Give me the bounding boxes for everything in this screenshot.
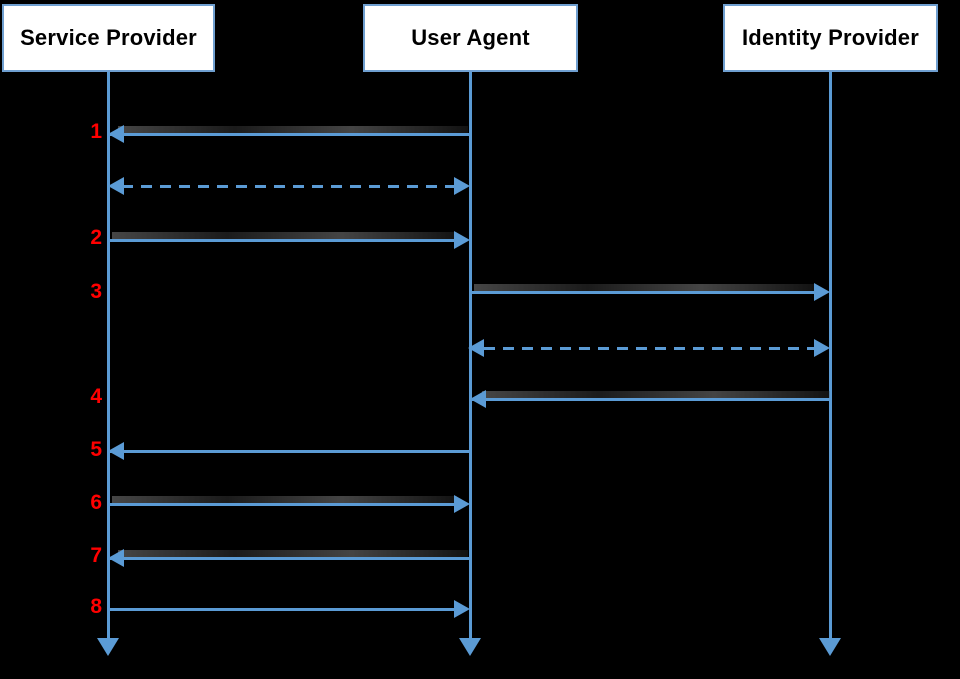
message-label-band-6 [112, 496, 457, 503]
message-arrowhead-5 [108, 442, 124, 460]
step-number-3: 3 [90, 280, 102, 303]
message-line-ua-idp-dashed[interactable] [484, 347, 816, 350]
message-arrowhead-1 [108, 125, 124, 143]
message-arrowhead-7 [108, 549, 124, 567]
message-arrowhead-ua-idp-dashed-right [814, 339, 830, 357]
participant-box-user-agent[interactable]: User Agent [363, 4, 578, 72]
step-number-4: 4 [90, 385, 102, 408]
lifeline-arrow-identity-provider [819, 638, 841, 656]
message-arrowhead-sp-ua-dashed-right [454, 177, 470, 195]
participant-label-identity-provider: Identity Provider [742, 25, 919, 50]
message-arrowhead-sp-ua-dashed-left [108, 177, 124, 195]
message-label-band-7 [118, 550, 468, 557]
lifeline-arrow-service-provider [97, 638, 119, 656]
message-line-sp-ua-dashed[interactable] [122, 185, 458, 188]
lifeline-identity-provider [829, 72, 832, 640]
message-label-band-2 [112, 232, 457, 239]
message-arrowhead-8 [454, 600, 470, 618]
participant-label-service-provider: Service Provider [20, 25, 197, 50]
participant-box-identity-provider[interactable]: Identity Provider [723, 4, 938, 72]
message-label-band-1 [118, 126, 468, 133]
message-arrowhead-3 [814, 283, 830, 301]
message-arrowhead-6 [454, 495, 470, 513]
message-line-5[interactable] [110, 450, 470, 453]
participant-label-user-agent: User Agent [411, 25, 530, 50]
message-line-2[interactable] [108, 239, 456, 242]
message-arrowhead-ua-idp-dashed-left [468, 339, 484, 357]
message-label-band-4 [482, 391, 830, 398]
message-line-7[interactable] [110, 557, 470, 560]
message-arrowhead-4 [470, 390, 486, 408]
step-number-7: 7 [90, 544, 102, 567]
step-number-1: 1 [90, 120, 102, 143]
message-line-6[interactable] [108, 503, 456, 506]
participant-box-service-provider[interactable]: Service Provider [2, 4, 215, 72]
lifeline-service-provider [107, 72, 110, 640]
step-number-5: 5 [90, 438, 102, 461]
step-number-8: 8 [90, 595, 102, 618]
step-number-6: 6 [90, 491, 102, 514]
lifeline-arrow-user-agent [459, 638, 481, 656]
step-number-2: 2 [90, 226, 102, 249]
message-line-4[interactable] [472, 398, 830, 401]
message-arrowhead-2 [454, 231, 470, 249]
message-line-1[interactable] [110, 133, 470, 136]
message-label-band-3 [474, 284, 814, 291]
message-line-8[interactable] [108, 608, 456, 611]
message-line-3[interactable] [470, 291, 816, 294]
